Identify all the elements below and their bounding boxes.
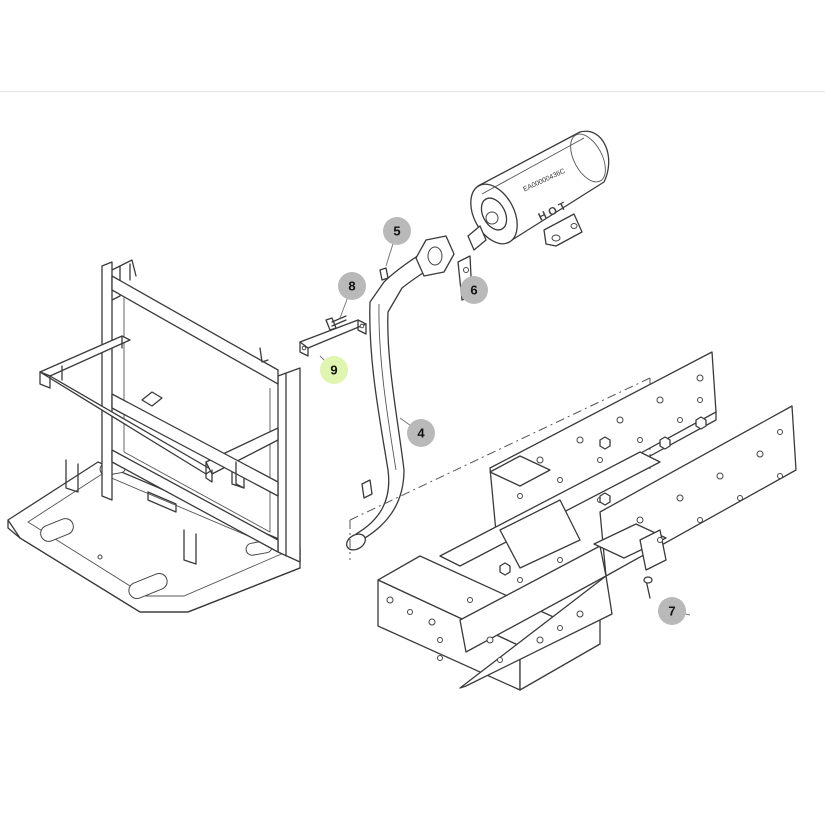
callout-6[interactable]: 6 — [460, 276, 488, 304]
callout-7[interactable]: 7 — [658, 597, 686, 625]
muffler: EA00000436C HOT — [467, 130, 610, 251]
bracket-part-9 — [299, 319, 367, 357]
callout-9-label: 9 — [330, 363, 337, 378]
header-divider — [0, 91, 825, 92]
callout-4-label: 4 — [417, 426, 425, 441]
callout-8-label: 8 — [348, 279, 355, 294]
exhaust-pipe-part-4 — [346, 235, 455, 551]
callout-4-badge — [407, 419, 435, 447]
callout-4[interactable]: 4 — [407, 419, 435, 447]
callout-8-badge — [338, 272, 366, 300]
callout-7-label: 7 — [668, 604, 675, 619]
callout-6-badge — [460, 276, 488, 304]
callout-5-label: 5 — [393, 224, 400, 239]
callout-9-selected[interactable]: 9 — [320, 356, 348, 384]
bolt-part-8 — [325, 315, 347, 331]
callout-9-badge — [320, 356, 348, 384]
callout-7-badge — [658, 597, 686, 625]
callout-5-badge — [383, 217, 411, 245]
callout-8[interactable]: 8 — [338, 272, 366, 300]
chassis-frame — [349, 351, 797, 691]
callout-5[interactable]: 5 — [383, 217, 411, 245]
seat-frame-assembly — [7, 259, 301, 613]
callout-6-label: 6 — [470, 283, 477, 298]
